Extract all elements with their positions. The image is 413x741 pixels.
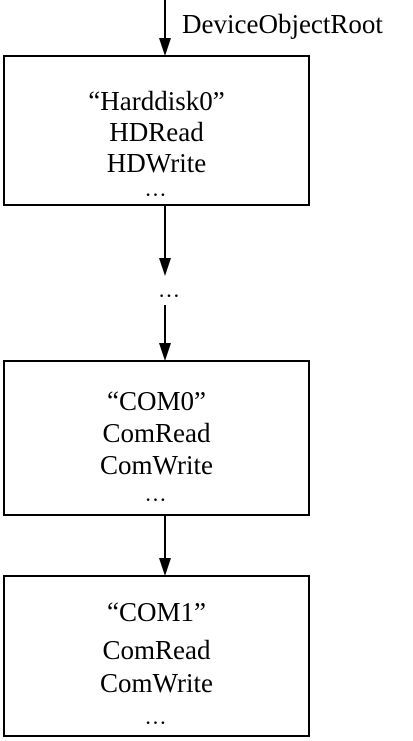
arrowhead-2: [159, 343, 171, 361]
more-routines-ellipsis: …: [144, 704, 169, 729]
more-routines-ellipsis: …: [144, 481, 169, 506]
arrowhead-1: [159, 258, 171, 276]
write-routine: HDWrite: [106, 148, 207, 178]
more-routines-ellipsis: …: [144, 176, 169, 201]
device-name: “COM1”: [107, 597, 206, 627]
read-routine: ComRead: [102, 635, 211, 665]
device-node-harddisk0: “Harddisk0” HDRead HDWrite …: [3, 55, 310, 206]
device-node-com1: “COM1” ComRead ComWrite …: [3, 575, 310, 737]
arrowhead-3: [159, 558, 171, 576]
intermediate-nodes-ellipsis: …: [158, 277, 182, 302]
device-name: “COM0”: [107, 386, 206, 416]
write-routine: ComWrite: [100, 668, 213, 698]
device-object-root-label: DeviceObjectRoot: [182, 9, 383, 39]
read-routine: ComRead: [102, 418, 211, 448]
root-arrowhead: [159, 38, 171, 56]
device-name: “Harddisk0”: [88, 86, 225, 116]
write-routine: ComWrite: [100, 450, 213, 480]
read-routine: HDRead: [109, 117, 204, 147]
device-node-com0: “COM0” ComRead ComWrite …: [3, 360, 310, 516]
